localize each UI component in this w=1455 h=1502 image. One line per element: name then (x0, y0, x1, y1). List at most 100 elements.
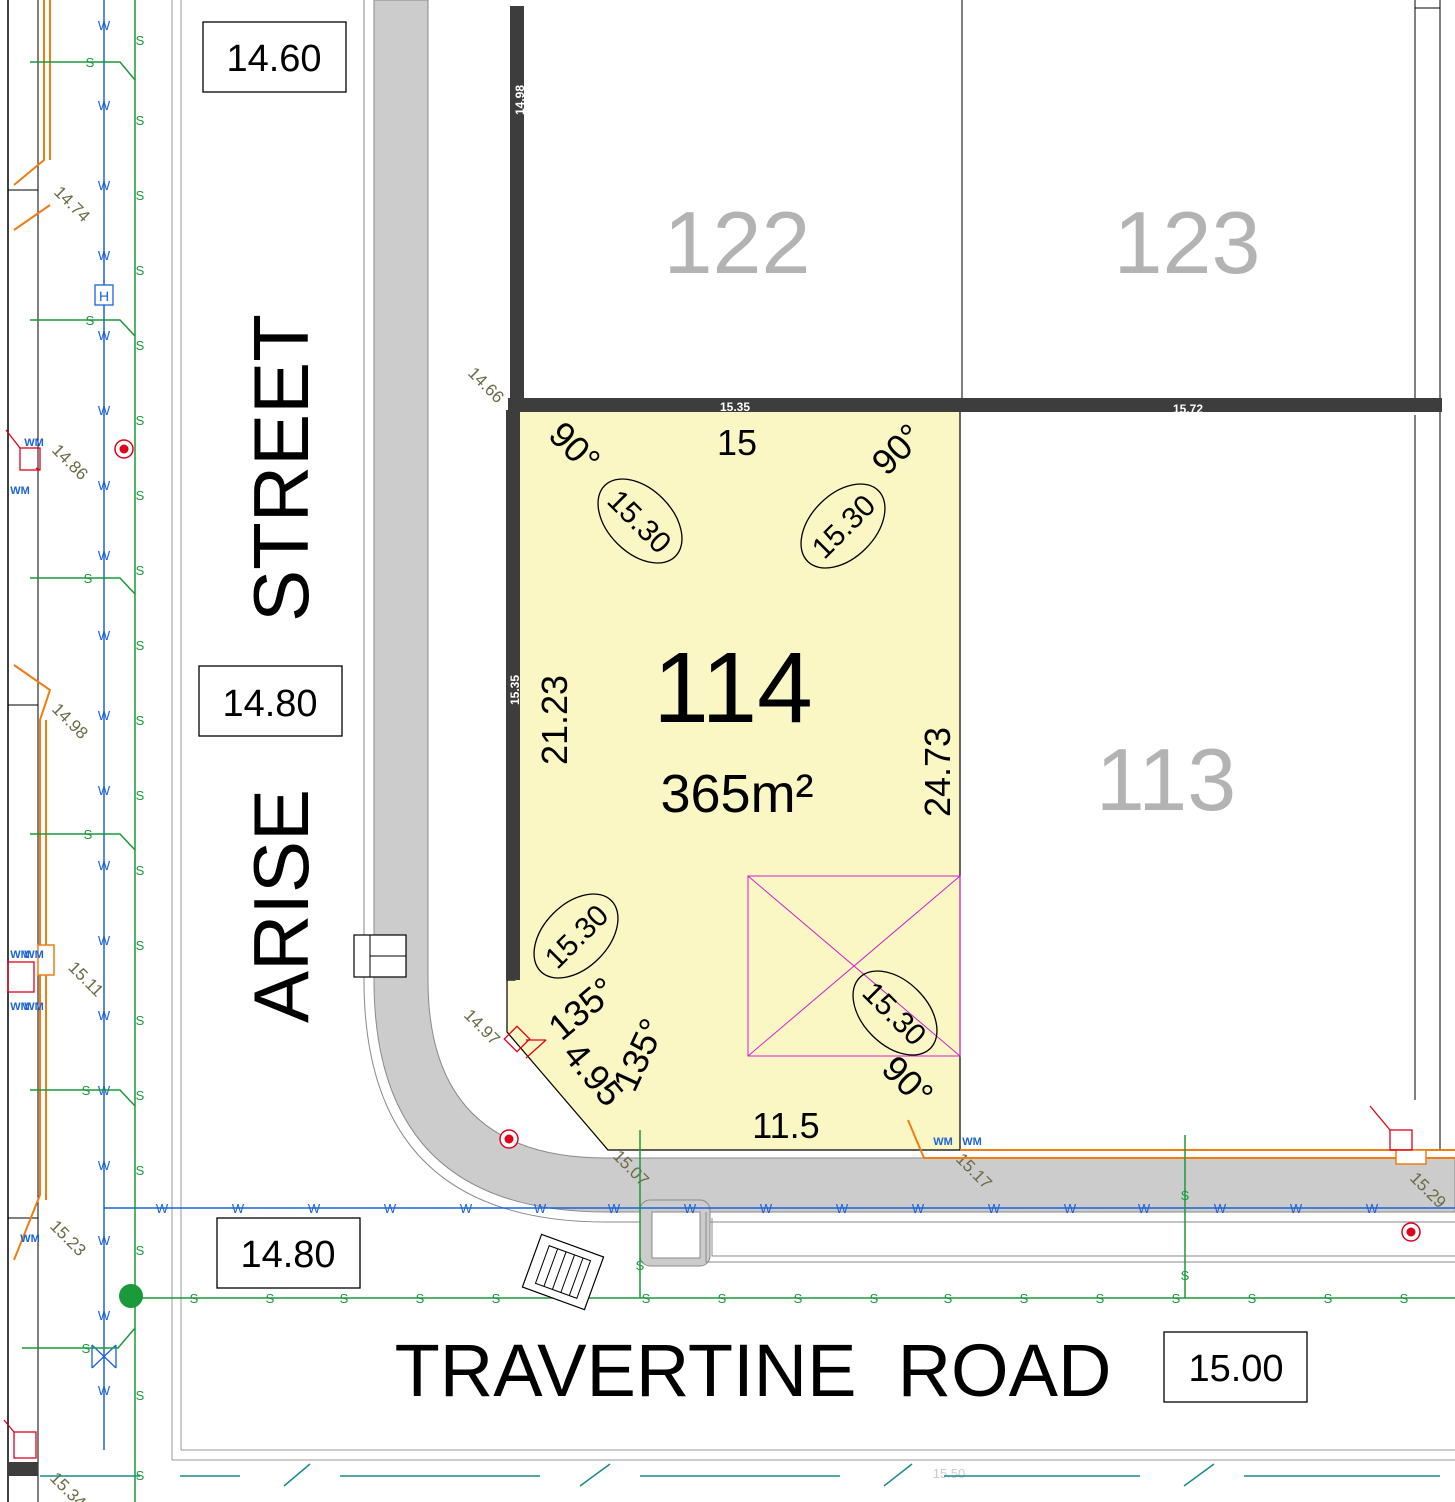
comms-tick (1183, 1463, 1215, 1487)
connection-box (19, 447, 41, 471)
road-level-box (216, 1217, 361, 1289)
lot-114-number: 114 (653, 632, 812, 744)
water-label: W (232, 1201, 245, 1216)
sewer-label: S (136, 863, 145, 878)
grate-bar (551, 1251, 567, 1290)
sewer-label: S (340, 1291, 349, 1306)
sewer-label: S (136, 938, 145, 953)
lot-114-area-label: 365m² (660, 764, 813, 824)
connection-markers (3, 429, 1413, 1459)
water-meter-label: WM (10, 485, 30, 497)
street-light-icon (1406, 1227, 1416, 1237)
water-label: W (384, 1201, 397, 1216)
sewer-label: S (1181, 1268, 1190, 1283)
water-label: W (98, 548, 111, 563)
water-label: W (98, 628, 111, 643)
electric-pillar (1395, 1149, 1427, 1165)
water-label: W (1214, 1201, 1227, 1216)
electric-line (13, 204, 51, 231)
water-label: W (684, 1201, 697, 1216)
water-label: W (760, 1201, 773, 1216)
water-label: W (98, 1233, 111, 1248)
sewer-label: S (136, 788, 145, 803)
road-level-corner: 14.80 (240, 1234, 335, 1276)
sewer-network (22, 0, 1455, 1502)
road-level-box (202, 21, 347, 93)
sewer-label: S (84, 571, 93, 586)
water-label: W (98, 403, 111, 418)
water-meter-label: WM (24, 949, 44, 961)
hydrant-label: H (99, 288, 109, 304)
sewer-label: S (136, 33, 145, 48)
sewer-label: S (1096, 1291, 1105, 1306)
sewer-label: S (636, 1258, 645, 1273)
retaining-wall-north (508, 398, 1442, 412)
sewer-label: S (190, 1291, 199, 1306)
water-label: W (98, 1383, 111, 1398)
sewer-label: S (1400, 1291, 1409, 1306)
connection-tick (3, 1419, 15, 1433)
dimension-left: 21.23 (534, 675, 575, 765)
water-label: W (98, 708, 111, 723)
sewer-label: S (86, 55, 95, 70)
water-label: W (1138, 1201, 1151, 1216)
grate-icon (521, 1233, 605, 1311)
sewer-connection (30, 1089, 136, 1107)
boundary-marker (8, 1462, 38, 1476)
connection-tick (1369, 1105, 1391, 1131)
comms-tick (883, 1463, 913, 1487)
water-label: W (98, 18, 111, 33)
valve-icon (91, 1344, 117, 1369)
sewer-label: S (136, 1163, 145, 1178)
hydrant-icon (94, 284, 114, 306)
connection-box (1389, 1129, 1413, 1151)
water-label: W (988, 1201, 1001, 1216)
water-label: W (98, 1008, 111, 1023)
water-meter-label: WM (962, 1136, 982, 1148)
wall-height-label: 15.72 (1173, 402, 1203, 416)
water-label: W (98, 783, 111, 798)
electric-line (907, 1119, 1455, 1159)
sewer-manhole (119, 1284, 143, 1308)
comms-tick (579, 1463, 611, 1487)
connection-box (13, 1431, 37, 1459)
wall-height-label: 14.98 (513, 85, 527, 115)
water-label: W (836, 1201, 849, 1216)
comms-network (40, 1463, 1440, 1487)
water-label: W (608, 1201, 621, 1216)
sewer-label: S (136, 1243, 145, 1258)
sewer-label: S (136, 413, 145, 428)
road-level-arise-top: 14.60 (226, 38, 321, 80)
sewer-label: S (136, 1388, 145, 1403)
crossover-island (651, 1211, 701, 1259)
water-label: W (98, 1158, 111, 1173)
wall-height-label: 15.35 (720, 400, 750, 414)
sewer-label: S (794, 1291, 803, 1306)
water-meter-label: WM (10, 1001, 30, 1013)
water-label: W (98, 248, 111, 263)
water-main-labels: W W W W W W W W W W W W W W W W W W W W … (98, 18, 1379, 1398)
dimension-right: 24.73 (917, 727, 958, 817)
level-oval (597, 478, 683, 564)
sewer-label: S (642, 1291, 651, 1306)
sewer-connection (30, 319, 136, 337)
water-label: W (1366, 1201, 1379, 1216)
electric-pillar (37, 944, 55, 976)
level-oval (800, 483, 886, 569)
sewer-label: S (1020, 1291, 1029, 1306)
sewer-label: S (136, 338, 145, 353)
sewer-connection (30, 577, 136, 595)
side-entry-pit (353, 934, 407, 978)
sewer-label: S (84, 827, 93, 842)
level-oval (533, 893, 619, 979)
sewer-label: S (266, 1291, 275, 1306)
water-label: W (912, 1201, 925, 1216)
sewer-label: S (416, 1291, 425, 1306)
grate-bar (543, 1248, 559, 1287)
street-light-icon (504, 1134, 514, 1144)
dimension-bottom: 11.5 (752, 1105, 819, 1146)
spot-level: 15.50 (933, 1466, 966, 1481)
retaining-wall-122-west (510, 6, 524, 410)
water-label: W (1290, 1201, 1303, 1216)
